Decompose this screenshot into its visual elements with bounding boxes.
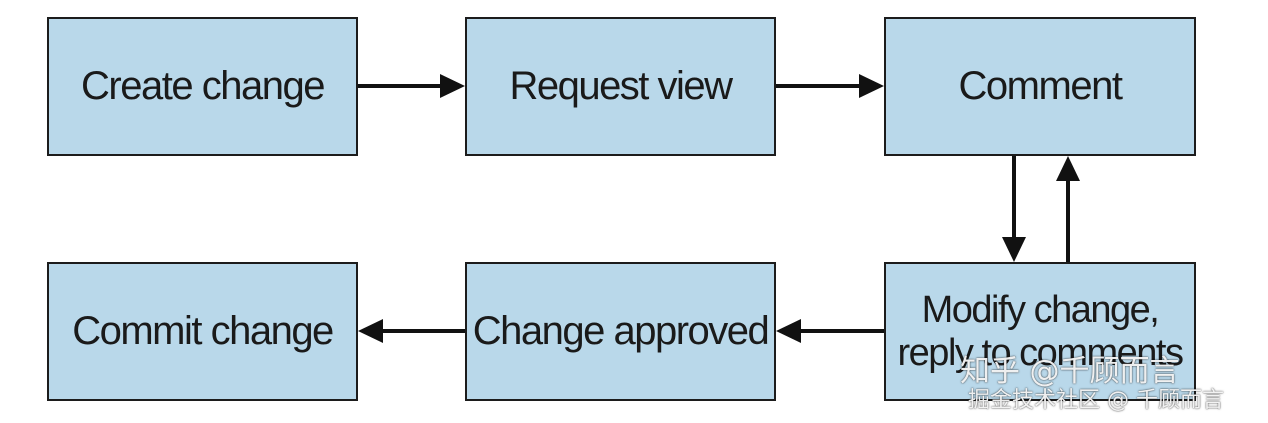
node-change-approved-label: Change approved (472, 309, 770, 354)
arrow-create-to-request (358, 74, 465, 98)
node-commit-change: Commit change (47, 262, 358, 401)
node-change-approved: Change approved (465, 262, 776, 401)
node-create-change-label: Create change (81, 64, 325, 109)
node-comment: Comment (884, 17, 1196, 156)
arrow-modify-to-comment (1056, 156, 1080, 262)
node-modify-change-label: Modify change, reply to comments (897, 288, 1184, 374)
node-create-change: Create change (47, 17, 358, 156)
node-request-view: Request view (465, 17, 776, 156)
arrow-approved-to-commit (358, 319, 465, 343)
node-comment-label: Comment (958, 64, 1123, 109)
node-modify-change: Modify change, reply to comments (884, 262, 1196, 401)
arrow-modify-to-approved (776, 319, 884, 343)
arrow-comment-to-modify (1002, 156, 1026, 262)
node-commit-change-label: Commit change (72, 309, 334, 354)
watermark-juejin: 掘金技术社区 @ 千顾而言 (968, 388, 1224, 413)
watermark-zhihu: 知乎 @千顾而言 (960, 354, 1180, 389)
node-request-view-label: Request view (509, 64, 733, 109)
arrow-request-to-comment (776, 74, 884, 98)
